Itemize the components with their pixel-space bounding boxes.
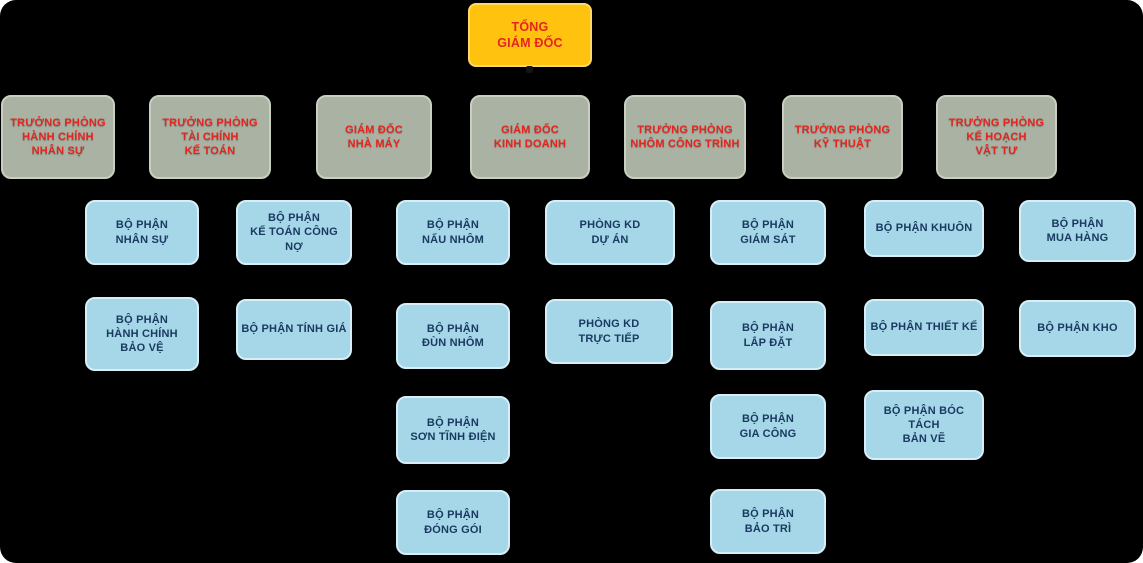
org-node-giam-doc-kinh-doanh: GIÁM ĐỐC KINH DOANH — [470, 95, 590, 179]
org-node-bo-phan-kho: BỘ PHẬN KHO — [1019, 300, 1136, 357]
org-node-bo-phan-bao-tri: BỘ PHẬN BẢO TRÌ — [710, 489, 826, 554]
org-node-tong-giam-doc: TỔNG GIÁM ĐỐC — [468, 3, 592, 67]
org-node-bo-phan-son-tinh-dien: BỘ PHẬN SƠN TĨNH ĐIỆN — [396, 396, 510, 464]
org-node-bo-phan-dong-goi: BỘ PHẬN ĐÓNG GÓI — [396, 490, 510, 555]
org-node-bo-phan-khuon: BỘ PHẬN KHUÔN — [864, 200, 984, 257]
org-node-bo-phan-mua-hang: BỘ PHẬN MUA HÀNG — [1019, 200, 1136, 262]
org-node-bo-phan-tinh-gia: BỘ PHẬN TÍNH GIÁ — [236, 299, 352, 360]
org-node-bo-phan-nhan-su: BỘ PHẬN NHÂN SỰ — [85, 200, 199, 265]
org-node-truong-phong-ky-thuat: TRƯỞNG PHÒNG KỸ THUẬT — [782, 95, 903, 179]
org-node-bo-phan-ke-toan-cong-no: BỘ PHẬN KẾ TOÁN CÔNG NỢ — [236, 200, 352, 265]
org-node-bo-phan-thiet-ke: BỘ PHẬN THIẾT KẾ — [864, 299, 984, 356]
connector-stub — [526, 66, 533, 73]
org-node-bo-phan-hanh-chinh-bao-ve: BỘ PHẬN HÀNH CHÍNH BẢO VỆ — [85, 297, 199, 371]
org-node-phong-kd-truc-tiep: PHÒNG KD TRỰC TIẾP — [545, 299, 673, 364]
org-node-bo-phan-boc-tach-ban-ve: BỘ PHẬN BÓC TÁCH BẢN VẼ — [864, 390, 984, 460]
org-node-bo-phan-dun-nhom: BỘ PHẬN ĐÙN NHÔM — [396, 303, 510, 369]
org-node-truong-phong-tai-chinh-ke-toan: TRƯỞNG PHÒNG TÀI CHÍNH KẾ TOÁN — [149, 95, 271, 179]
org-node-truong-phong-hanh-chinh-nhan-su: TRƯỞNG PHÒNG HÀNH CHÍNH NHÂN SỰ — [1, 95, 115, 179]
org-node-bo-phan-giam-sat: BỘ PHẬN GIÁM SÁT — [710, 200, 826, 265]
org-node-giam-doc-nha-may: GIÁM ĐỐC NHÀ MÁY — [316, 95, 432, 179]
org-node-bo-phan-gia-cong: BỘ PHẬN GIA CÔNG — [710, 394, 826, 459]
org-node-bo-phan-nau-nhom: BỘ PHẬN NẤU NHÔM — [396, 200, 510, 265]
org-node-phong-kd-du-an: PHÒNG KD DỰ ÁN — [545, 200, 675, 265]
org-node-truong-phong-nhom-cong-trinh: TRƯỞNG PHÒNG NHÔM CÔNG TRÌNH — [624, 95, 746, 179]
org-node-bo-phan-lap-dat: BỘ PHẬN LẮP ĐẶT — [710, 301, 826, 370]
org-node-truong-phong-ke-hoach-vat-tu: TRƯỞNG PHÒNG KẾ HOẠCH VẬT TƯ — [936, 95, 1057, 179]
